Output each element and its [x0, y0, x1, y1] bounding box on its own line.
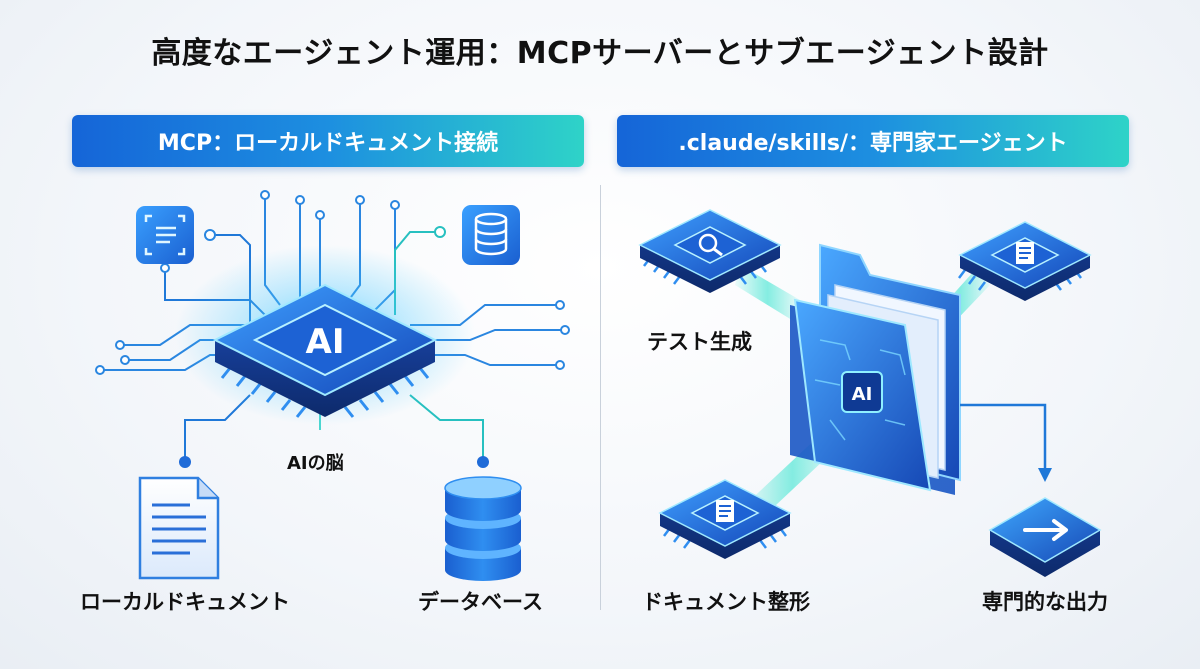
db-connector-dot	[477, 456, 489, 468]
ai-chip-icon: AI	[212, 283, 438, 418]
database-icon	[462, 205, 520, 265]
folder-chip-label: AI	[852, 384, 873, 405]
doc-chip-icon	[958, 221, 1092, 301]
chip-label: AI	[306, 322, 345, 362]
skills-panel-header: .claude/skills/：専門家エージェント	[617, 115, 1129, 167]
beam-test	[735, 265, 800, 325]
page-title: 高度なエージェント運用：MCPサーバーとサブエージェント設計	[151, 36, 1049, 71]
expert-output-caption: 専門的な出力	[982, 590, 1108, 614]
local-document-caption: ローカルドキュメント	[80, 590, 290, 614]
document-icon	[138, 476, 220, 580]
panel-divider	[600, 185, 601, 610]
folder-icon: AI	[790, 243, 961, 495]
doc-formatting-caption: ドキュメント整形	[642, 590, 810, 614]
gear-search-icon	[638, 209, 782, 293]
output-flow-line	[960, 403, 1047, 470]
output-flow-arrowhead	[1038, 468, 1052, 482]
arrow-right-icon	[988, 497, 1102, 577]
test-generation-caption: テスト生成	[647, 330, 752, 354]
mcp-panel-header: MCP：ローカルドキュメント接続	[72, 115, 584, 167]
doc-connector-dot	[179, 456, 191, 468]
database-caption: データベース	[418, 590, 543, 614]
doc-format-chip-icon	[658, 479, 792, 559]
circuit-nodes	[95, 190, 570, 375]
database-stack-icon	[444, 476, 522, 581]
scan-document-icon	[136, 206, 194, 264]
ai-brain-caption: AIの脳	[287, 453, 344, 474]
